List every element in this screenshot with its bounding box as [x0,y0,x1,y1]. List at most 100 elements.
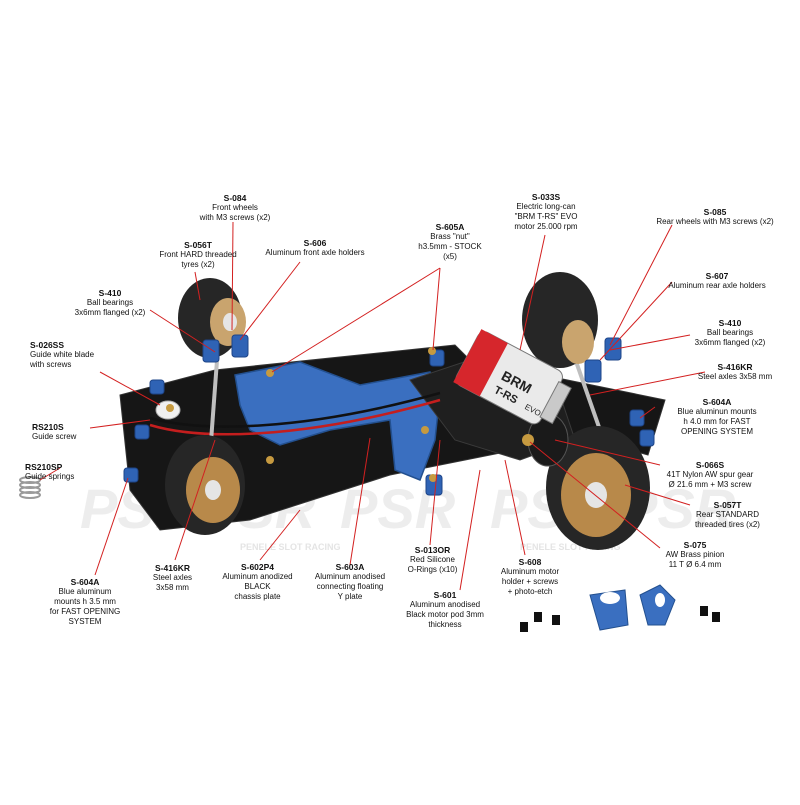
part-code: S-085 [703,207,727,217]
motor: BRM T-RS EVO [453,329,572,425]
part-code: S-026SS [30,340,65,350]
rear-wheel-top [522,272,598,368]
callout-s601 [459,469,481,591]
front-wheel-bottom [165,435,245,535]
callout-s608 [504,459,526,556]
part-code: RS210S [32,422,64,432]
callout-s033s [519,234,546,351]
part-description: Red Silicone O-Rings (x10) [407,555,458,574]
motor-wire-red [149,398,441,436]
part-code: S-605A [435,222,465,232]
callout-s602p4 [259,509,301,561]
callout-s416kr-left [174,439,216,561]
callout-s026ss [99,371,161,406]
callout-s013or [429,439,441,546]
part-description: Blue aluminum mounts h 3.5 mm for FAST O… [49,587,121,626]
part-code: S-602P4 [240,562,275,572]
part-description: Ball bearings 3x6mm flanged (x2) [694,328,766,347]
motor-wire-black [149,391,441,428]
part-code: S-075 [683,540,707,550]
part-description: Aluminum motor holder + screws + photo-e… [500,567,560,596]
callout-s605a [271,267,441,373]
part-code: S-410 [718,318,742,328]
callout-s605a-b [432,267,441,351]
part-code: S-410 [98,288,122,298]
part-description: Blue aluminun mounts h 4.0 mm for FAST O… [677,407,757,436]
callout-s057t [624,484,691,506]
spare-bracket [639,584,676,626]
part-description: AW Brass pinion 11 T Ø 6.4 mm [665,550,725,569]
part-description: Guide springs [25,472,75,481]
part-description: Rear STANDARD threaded tires (x2) [695,510,760,529]
part-code: S-604A [702,397,732,407]
callout-s066s [554,439,661,466]
part-description: Steel axles 3x58 mm [697,372,773,381]
callout-s075 [529,441,661,549]
part-description: Guide screw [32,432,77,441]
part-description: Guide white blade with screws [30,350,95,369]
callout-rs210sp [39,467,61,481]
part-code: S-013OR [414,545,451,555]
callout-s604a-right [639,406,656,419]
brass-nuts [266,347,437,482]
spare-screws [520,606,720,632]
watermark-caption-2: PENELE SLOT RACING [520,542,621,552]
part-description: Aluminum anodized BLACK chassis plate [222,572,293,601]
callout-lines [39,221,706,591]
part-code: S-607 [705,271,729,281]
watermark-caption-1: PENELE SLOT RACING [240,542,341,552]
callout-s084 [231,221,234,331]
part-code: RS210SP [25,462,63,472]
callout-s416kr-right [589,371,706,396]
part-code: S-416KR [155,563,190,573]
callout-s604a-left [94,477,129,576]
part-description: Aluminum anodised connecting floating Y … [314,572,386,601]
callout-s410a [149,309,216,353]
callout-s603a [349,437,371,566]
guide-screw [166,404,174,412]
part-code: S-056T [184,240,212,250]
part-description: Aluminum rear axle holders [668,281,766,290]
part-code: S-416KR [717,362,753,372]
part-description: Aluminum anodised Black motor pod 3mm th… [406,600,484,629]
part-description: Front wheels with M3 screws (x2) [199,203,271,222]
part-code: S-608 [518,557,542,567]
part-description: Ball bearings 3x6mm flanged (x2) [74,298,146,317]
part-code: S-066S [695,460,725,470]
part-code: S-601 [433,590,457,600]
callout-s085 [609,224,673,346]
callout-s056t [194,271,201,301]
part-description: 41T Nylon AW spur gear Ø 21.6 mm + M3 sc… [666,470,754,489]
part-description: Steel axles 3x58 mm [152,573,193,592]
part-code: S-603A [335,562,365,572]
callout-s606 [239,261,301,341]
callout-rs210s [89,419,151,429]
part-code: S-033S [531,192,561,202]
part-code: S-057T [713,500,742,510]
part-code: S-606 [303,238,327,248]
part-description: Front HARD threaded tyres (x2) [159,250,237,269]
part-description: Brass "nut" h3.5mm - STOCK (x5) [418,232,482,261]
part-description: Rear wheels with M3 screws (x2) [656,217,774,226]
